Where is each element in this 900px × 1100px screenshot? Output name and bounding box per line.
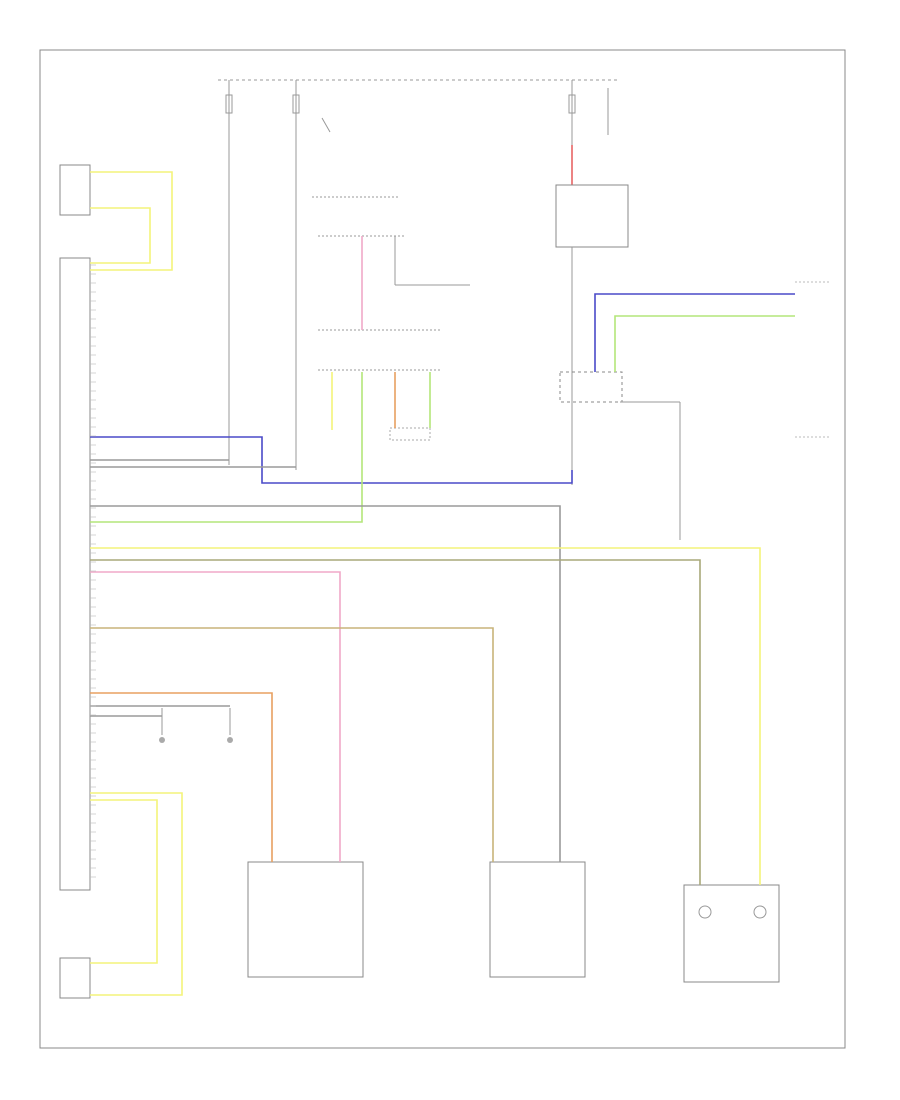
left-bottom-sensor <box>59 957 91 999</box>
wire-yellow-top-sensor-1 <box>90 171 173 271</box>
ground-icon-left <box>159 708 165 743</box>
wire-green-main <box>90 372 363 523</box>
main-connector-column <box>59 257 91 891</box>
fuse-group-right <box>568 80 609 185</box>
lamp-icon-right <box>753 905 767 919</box>
wire-yellow-bottom-sensor-2 <box>90 799 158 964</box>
wire-yellow-top-sensor-2 <box>90 207 151 264</box>
wire-blue <box>90 436 573 484</box>
bottom-lamp-right <box>683 884 780 983</box>
connector-block-mid-1 <box>312 196 470 286</box>
diagram-border <box>39 49 846 1049</box>
switch-box-mid-right <box>559 371 623 403</box>
wire-yellow-long <box>90 547 761 885</box>
main-connector-pins <box>90 264 96 878</box>
wire-gray-1 <box>90 505 561 862</box>
wire-blue-upper <box>594 293 795 372</box>
wire-green-upper <box>614 315 795 372</box>
wire-tan-long <box>90 627 494 862</box>
connector-block-mid-2 <box>318 329 440 441</box>
lamp-icon-left <box>698 905 712 919</box>
left-top-sensor <box>59 164 91 216</box>
bottom-switch-left <box>247 861 364 978</box>
fuse-group-left <box>225 80 331 470</box>
wire-gray-2 <box>90 559 701 885</box>
wire-orange-long <box>90 692 273 862</box>
ground-icon-right <box>227 708 233 743</box>
bottom-switch-middle <box>489 861 586 978</box>
wire-yellow-bottom-sensor-1 <box>90 792 183 996</box>
relay-box-top <box>555 184 629 248</box>
wire-pink-long <box>90 571 341 862</box>
